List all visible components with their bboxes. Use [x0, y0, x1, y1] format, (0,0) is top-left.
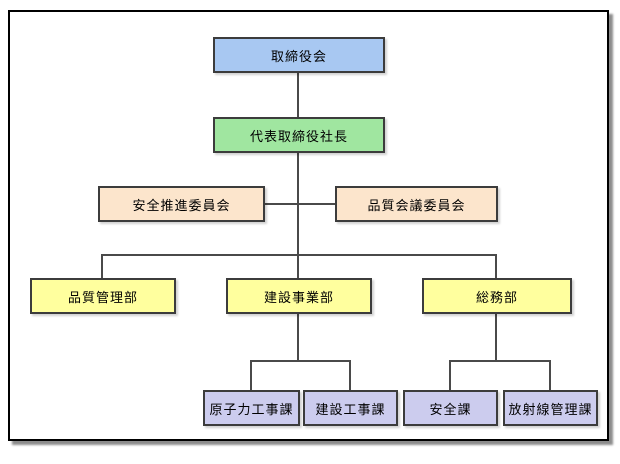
node-safety-section: 安全課 — [403, 390, 498, 426]
connector-drop-general-affairs-dept — [495, 254, 497, 278]
node-president: 代表取締役社長 — [213, 117, 385, 153]
node-safety-promotion-committee: 安全推進委員会 — [98, 186, 265, 222]
connector-construction-dept-down — [297, 314, 299, 361]
connector-sub-bus-left — [250, 360, 351, 362]
node-quality-conference-committee: 品質会議委員会 — [335, 186, 498, 222]
connector-general-affairs-down — [495, 314, 497, 361]
node-nuclear-works-section: 原子力工事課 — [203, 390, 300, 426]
chart-frame — [8, 10, 609, 441]
node-board-of-directors: 取締役会 — [213, 37, 385, 73]
connector-president-trunk — [297, 153, 299, 278]
connector-main-bus — [101, 254, 497, 256]
connector-sub-bus-right — [449, 360, 551, 362]
connector-board-president — [297, 73, 299, 117]
node-quality-management-dept: 品質管理部 — [30, 278, 176, 314]
connector-drop-nuclear-section — [250, 360, 252, 390]
node-construction-works-section: 建設工事課 — [303, 390, 398, 426]
node-construction-business-dept: 建設事業部 — [226, 278, 372, 314]
connector-committees — [265, 203, 335, 205]
connector-drop-safety-section — [449, 360, 451, 390]
node-general-affairs-dept: 総務部 — [422, 278, 572, 314]
connector-drop-construction-works-section — [349, 360, 351, 390]
connector-drop-quality-dept — [101, 254, 103, 278]
node-radiation-control-section: 放射線管理課 — [503, 390, 598, 426]
connector-drop-radiation-section — [549, 360, 551, 390]
